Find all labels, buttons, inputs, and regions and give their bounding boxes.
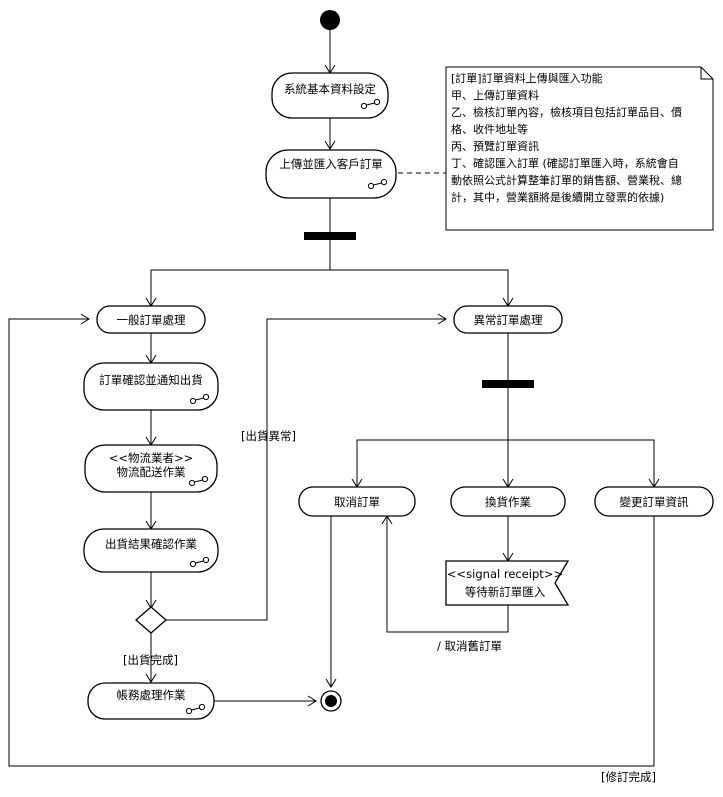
activity-cancel-order: 取消訂單 xyxy=(298,486,416,517)
activity-accounting-label: 帳務處理作業 xyxy=(117,688,186,702)
note-line-5: 丙、預覽訂單資訊 xyxy=(451,139,539,153)
activity-normal-order: 一般訂單處理 xyxy=(96,305,206,334)
note-line-7: 動依照公式計算整筆訂單的銷售額、營業稅、總 xyxy=(451,173,682,187)
activity-cancel-order-label: 取消訂單 xyxy=(334,495,380,509)
activity-change-info: 變更訂單資訊 xyxy=(594,486,714,517)
activity-exchange: 換貨作業 xyxy=(450,486,566,517)
activity-normal-order-label: 一般訂單處理 xyxy=(117,313,186,327)
decision-node xyxy=(135,606,167,634)
activity-logistics-stereotype: <<物流業者>> xyxy=(109,451,194,465)
label-cancel-old: / 取消舊訂單 xyxy=(437,639,502,653)
activity-abnormal-order: 異常訂單處理 xyxy=(453,305,563,334)
activity-system-setup-label: 系統基本資料設定 xyxy=(284,82,376,96)
signal-stereotype: <<signal receipt>> xyxy=(447,567,563,581)
signal-label: 等待新訂單匯入 xyxy=(465,585,546,599)
activity-confirm-notify: 訂單確認並通知出貨 xyxy=(83,362,219,411)
activity-logistics-label: 物流配送作業 xyxy=(117,465,186,479)
activity-confirm-notify-label: 訂單確認並通知出貨 xyxy=(99,373,203,387)
activity-change-info-label: 變更訂單資訊 xyxy=(620,495,689,509)
final-node xyxy=(320,690,342,712)
note-line-1: [訂單]訂單資料上傳與匯入功能 xyxy=(451,71,603,85)
note-line-8: 計，其中，營業額將是後續開立發票的依據) xyxy=(451,190,664,204)
signal-receipt: <<signal receipt>> 等待新訂單匯入 xyxy=(445,560,570,606)
activity-exchange-label: 換貨作業 xyxy=(485,495,531,509)
note: [訂單]訂單資料上傳與匯入功能 甲、上傳訂單資料 乙、檢核訂單內容，檢核項目包括… xyxy=(445,66,714,231)
note-line-2: 甲、上傳訂單資料 xyxy=(451,88,539,102)
note-line-6: 丁、確認匯入訂單 (確認訂單匯入時，系統會自 xyxy=(451,156,679,170)
guard-revise-done: [修訂完成] xyxy=(601,770,656,784)
guard-ship-abnormal: [出貨異常] xyxy=(241,429,296,443)
fork-bar-abnormal xyxy=(482,380,534,388)
note-line-4: 格、收件地址等 xyxy=(451,122,528,136)
guard-ship-complete: [出貨完成] xyxy=(123,653,178,667)
activity-logistics: <<物流業者>> 物流配送作業 xyxy=(84,444,218,493)
fork-bar-main xyxy=(304,232,356,240)
activity-upload-orders: 上傳並匯入客戶訂單 xyxy=(265,149,397,199)
activity-system-setup: 系統基本資料設定 xyxy=(271,72,389,119)
activity-abnormal-order-label: 異常訂單處理 xyxy=(474,313,543,327)
activity-shipment-confirm: 出貨結果確認作業 xyxy=(83,528,219,573)
initial-node xyxy=(320,10,340,30)
activity-accounting: 帳務處理作業 xyxy=(87,682,215,720)
activity-upload-orders-label: 上傳並匯入客戶訂單 xyxy=(279,157,383,171)
activity-shipment-confirm-label: 出貨結果確認作業 xyxy=(105,537,197,551)
note-line-3: 乙、檢核訂單內容，檢核項目包括訂單品目、價 xyxy=(451,105,682,119)
